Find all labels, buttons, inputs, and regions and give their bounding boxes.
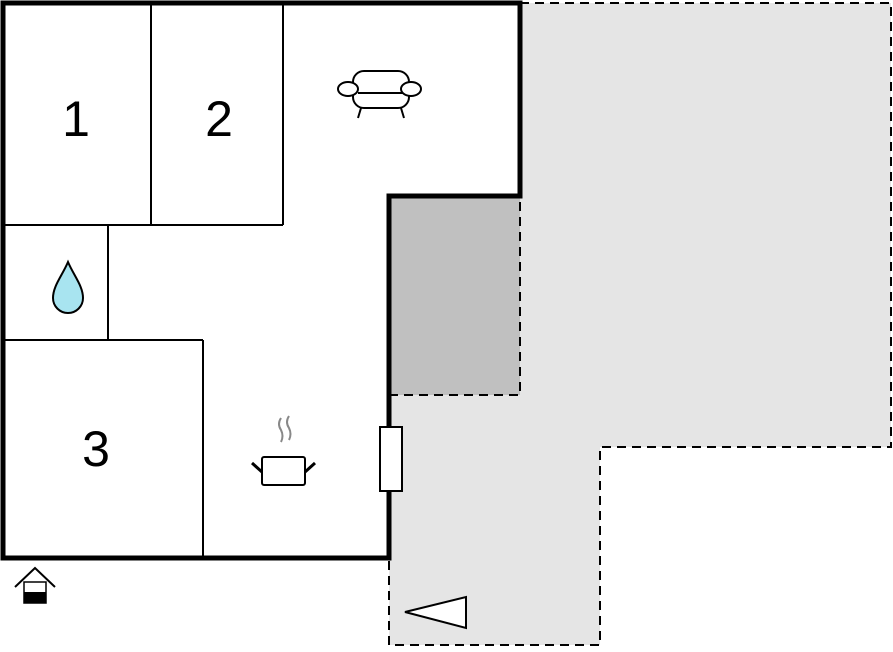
covered-terrace-area xyxy=(389,196,520,395)
cooking-pot-icon xyxy=(250,415,317,486)
entrance-icon xyxy=(14,566,56,604)
room-3-label: 3 xyxy=(82,421,110,477)
direction-triangle-icon xyxy=(404,595,467,630)
room-1-label: 1 xyxy=(62,91,90,147)
exterior-walls xyxy=(0,0,523,561)
water-drop-icon xyxy=(51,259,85,314)
sofa-icon xyxy=(337,70,422,119)
window-icon xyxy=(379,426,403,492)
terrace-area xyxy=(389,3,891,645)
interior-walls xyxy=(3,3,284,558)
room-2-label: 2 xyxy=(205,91,233,147)
terrace-dashed-outline xyxy=(388,2,892,646)
